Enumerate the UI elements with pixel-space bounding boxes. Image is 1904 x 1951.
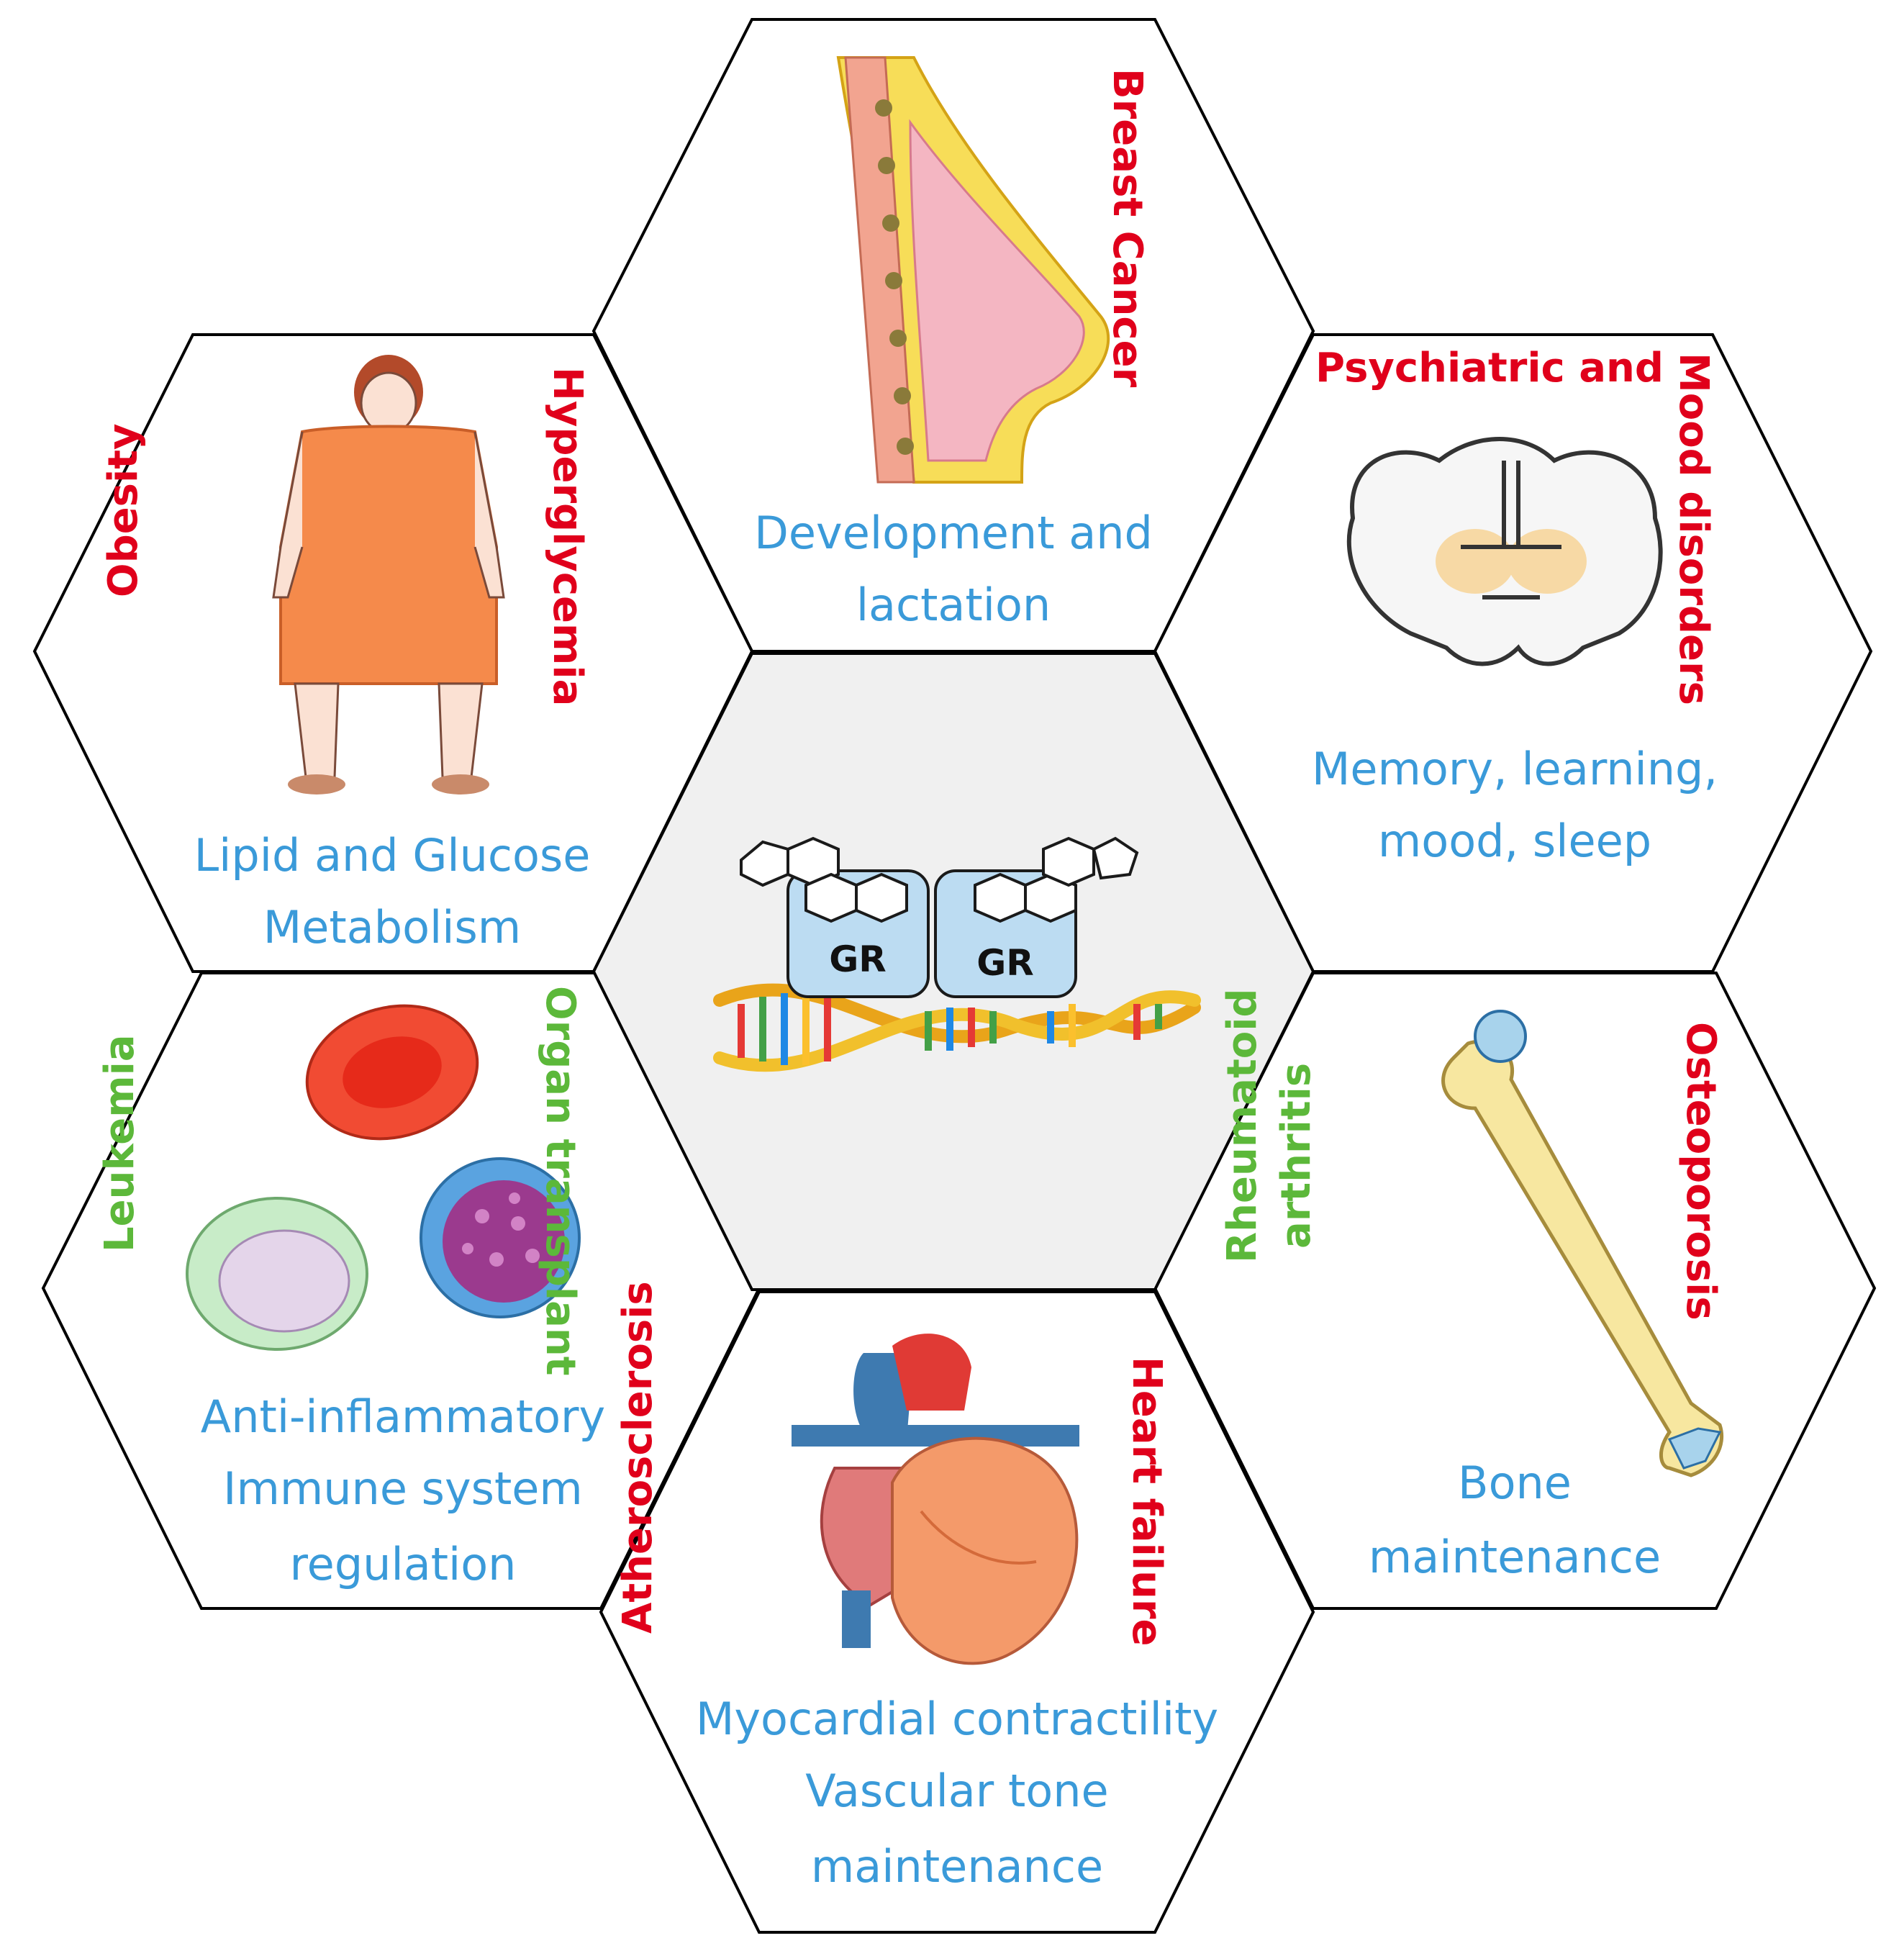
function-upper-right-line-2: mood, sleep — [1378, 815, 1651, 867]
disease-atherosclerosis: Atherosclerosis — [615, 1281, 661, 1634]
function-upper-left-line-2: Metabolism — [263, 901, 521, 954]
disease-obesity: Obesity — [100, 424, 147, 597]
disease-leukemia: Leukemia — [96, 1034, 143, 1252]
function-upper-right-line-1: Memory, learning, — [1312, 743, 1718, 795]
disease-osteoporosis: Osteoporosis — [1677, 1022, 1724, 1321]
heart-icon — [792, 1334, 1079, 1665]
steroid-molecule-icon — [740, 836, 1139, 923]
disease-breast-cancer: Breast Cancer — [1104, 68, 1151, 388]
brain-icon — [1346, 437, 1663, 666]
function-lower-left-line-2: Immune system — [223, 1462, 583, 1515]
disease-organ-transplant: Organ transplant — [537, 986, 584, 1376]
disease-heart-failure: Heart failure — [1123, 1357, 1170, 1647]
obese-woman-icon — [272, 355, 505, 795]
function-lower-right-line-1: Bone — [1458, 1457, 1572, 1509]
function-lower-left-line-3: regulation — [290, 1538, 517, 1590]
function-upper-left-line-1: Lipid and Glucose — [194, 829, 591, 882]
function-lower-left-line-1: Anti-inflammatory — [201, 1390, 605, 1443]
breast-icon — [836, 56, 1110, 484]
function-lower-right-line-2: maintenance — [1369, 1531, 1661, 1583]
disease-rheumatoid: Rheumatoid — [1219, 989, 1266, 1264]
disease-psychiatric: Psychiatric and — [1315, 345, 1664, 391]
function-top-line-2: lactation — [856, 579, 1051, 631]
function-bottom-line-3: maintenance — [811, 1840, 1103, 1893]
bone-icon — [1441, 1010, 1724, 1477]
function-bottom-line-2: Vascular tone — [805, 1765, 1108, 1817]
gr-label-1: GR — [829, 938, 887, 980]
blood-cells-icon — [186, 1004, 581, 1351]
function-top-line-1: Development and — [754, 507, 1153, 559]
gr-label-2: GR — [976, 942, 1034, 984]
disease-mood-disorders: Mood disorders — [1670, 353, 1717, 705]
disease-arthritis: arthritis — [1273, 1063, 1320, 1249]
disease-hyperglycemia: Hyperglycemia — [544, 367, 591, 706]
function-bottom-line-1: Myocardial contractility — [696, 1693, 1218, 1745]
